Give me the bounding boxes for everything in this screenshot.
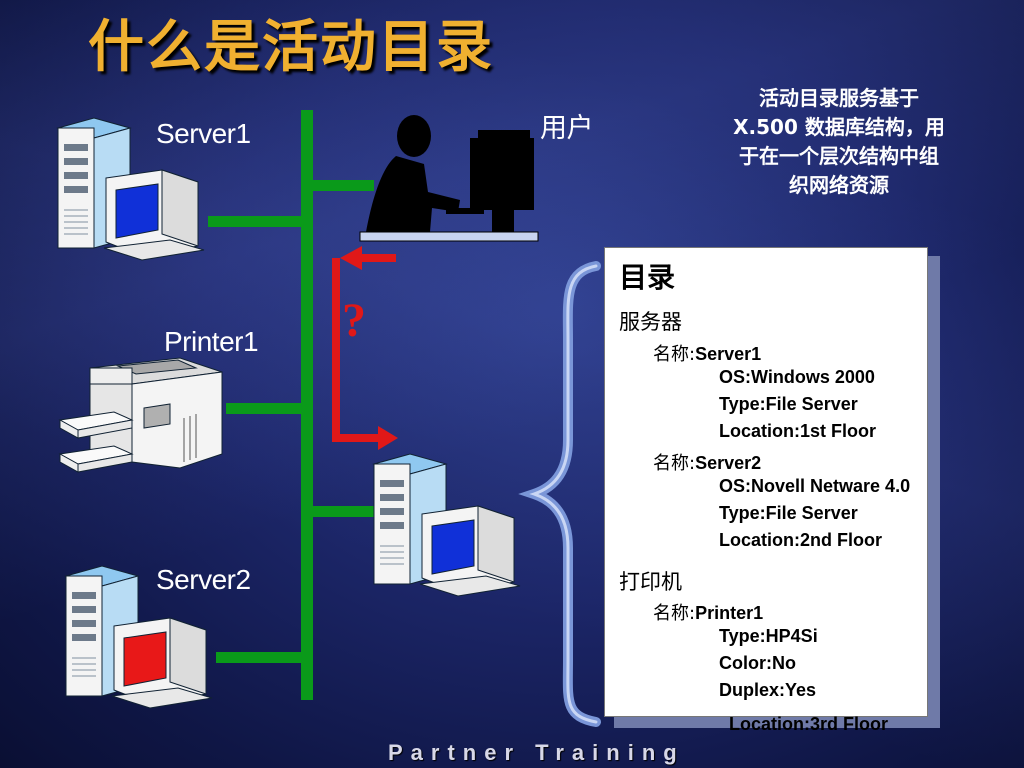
printer1-name: 名称:Printer1 xyxy=(653,603,764,624)
server1-name: 名称:Server1 xyxy=(653,344,762,365)
printer1-label: Printer1 xyxy=(164,326,259,357)
server2-os: OS:Novell Netware 4.0 xyxy=(719,476,911,496)
printer-section-heading: 打印机 xyxy=(619,570,682,594)
question-mark: ? xyxy=(342,294,366,347)
server2-label: Server2 xyxy=(156,564,251,595)
server-icon xyxy=(64,565,213,709)
server2-type: Type:File Server xyxy=(719,503,858,523)
server2-location: Location:2nd Floor xyxy=(719,530,882,550)
directory-card: 目录 服务器 名称:Server1 OS:Windows 2000 Type:F… xyxy=(604,247,928,717)
user-at-desk-icon xyxy=(359,115,539,242)
directory-title: 目录 xyxy=(619,261,676,294)
printer1-location: Location:3rd Floor xyxy=(729,714,888,734)
link-server2 xyxy=(216,652,304,663)
printer1-color: Color:No xyxy=(719,653,796,673)
link-printer1 xyxy=(226,403,304,414)
user-label: 用户 xyxy=(540,113,594,144)
network-lines xyxy=(208,110,376,700)
network-backbone xyxy=(301,110,313,700)
printer-icon xyxy=(58,357,223,473)
footer-brand: Partner Training xyxy=(388,740,685,765)
server1-label: Server1 xyxy=(156,118,251,149)
printer1-type: Type:HP4Si xyxy=(719,626,818,646)
server-section-heading: 服务器 xyxy=(619,310,682,334)
server-icon xyxy=(372,453,521,597)
slide-title: 什么是活动目录 xyxy=(88,15,494,80)
server1-location: Location:1st Floor xyxy=(719,421,876,441)
curly-brace-icon xyxy=(518,261,601,727)
printer1-duplex: Duplex:Yes xyxy=(719,680,817,700)
link-user xyxy=(310,180,374,191)
server1-type: Type:File Server xyxy=(719,394,858,414)
description-text: 活动目录服务基于 X.500 数据库结构，用 于在一个层次结构中组 织网络资源 xyxy=(733,86,945,197)
server-icon xyxy=(56,117,205,261)
link-server1 xyxy=(208,216,304,227)
server2-name: 名称:Server2 xyxy=(653,453,762,474)
server1-os: OS:Windows 2000 xyxy=(719,367,875,387)
link-server-middle xyxy=(310,506,376,517)
arrow-icon xyxy=(332,246,398,450)
